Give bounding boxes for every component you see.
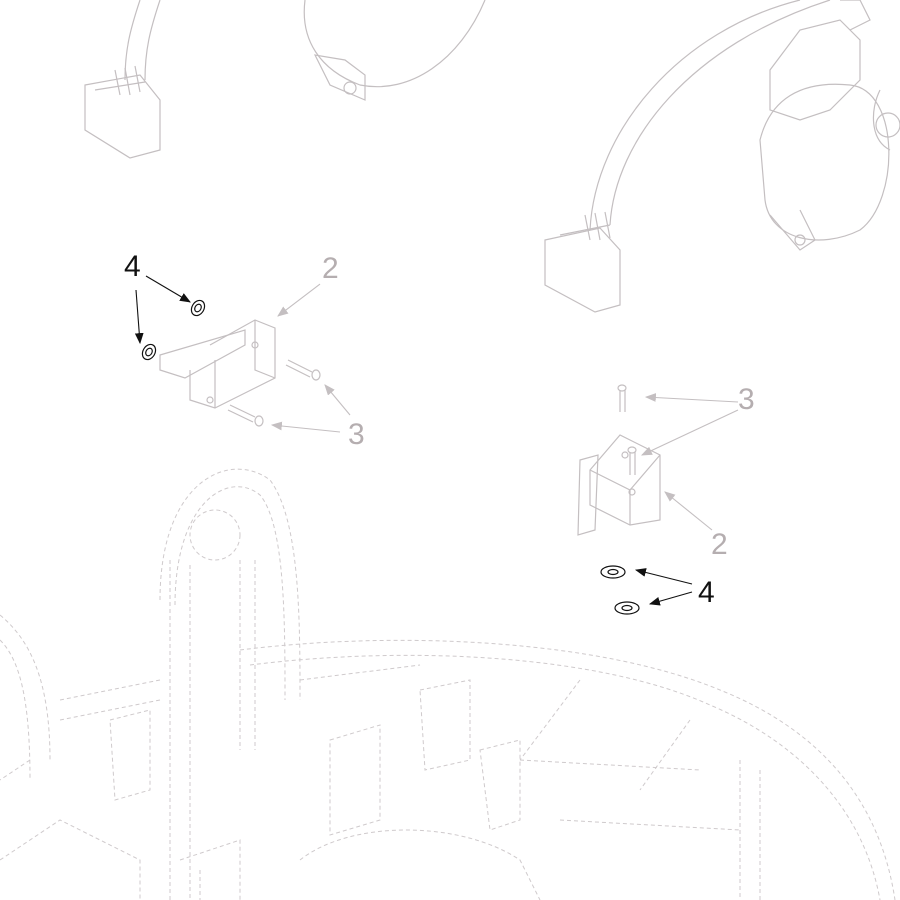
washers-left xyxy=(141,299,206,361)
washers-right xyxy=(600,565,640,615)
micro-switch-right xyxy=(577,384,661,536)
callout-4-left: 4 xyxy=(124,250,141,283)
callout-3-left: 3 xyxy=(348,418,365,451)
callout-2-right: 2 xyxy=(711,528,728,561)
stepper-motor-right xyxy=(544,0,900,313)
callout-3-right: 3 xyxy=(738,383,755,416)
leader-lines xyxy=(134,275,739,606)
micro-switch-left xyxy=(159,319,321,427)
callout-4-right: 4 xyxy=(698,576,715,609)
callout-2-left: 2 xyxy=(322,252,339,285)
stepper-motor-left xyxy=(84,0,486,159)
base-frame xyxy=(0,468,896,900)
